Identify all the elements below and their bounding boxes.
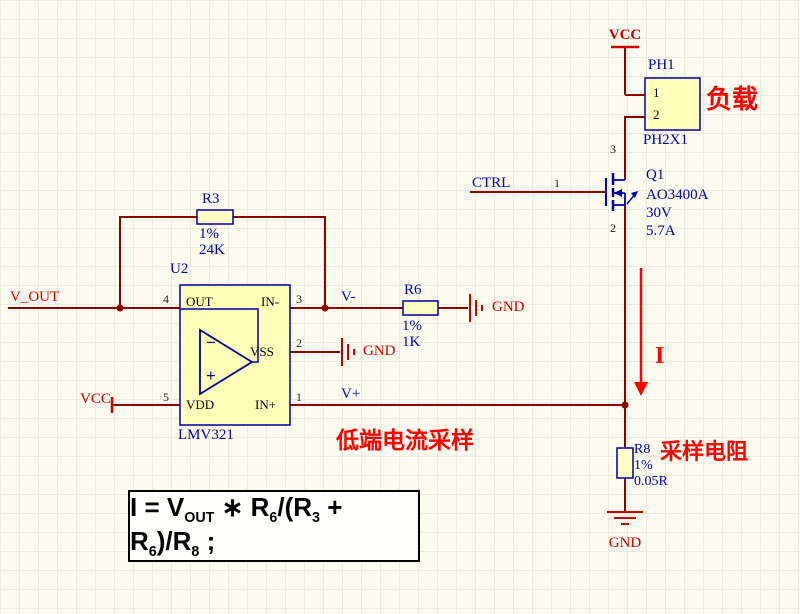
resistor-r8-body (616, 447, 634, 479)
vout-net-label: V_OUT (10, 289, 60, 305)
r3-designator: R3 (202, 191, 220, 207)
current-arrow-icon (634, 268, 648, 396)
q1-part: AO3400A (646, 187, 709, 203)
vcc-top-label: VCC (608, 27, 642, 43)
vplus-net-label: V+ (341, 386, 361, 402)
formula-part: ; (199, 526, 216, 556)
load-annotation: 负载 (706, 84, 759, 114)
u2-port-in-plus: IN+ (255, 397, 277, 412)
r3-tolerance: 1% (199, 226, 219, 242)
r3-value: 24K (199, 242, 225, 258)
formula-box: I = VOUT ∗ R6/(R3 + R6)/R8 ; (128, 490, 420, 562)
current-annotation: I (655, 343, 665, 369)
r6-value: 1K (402, 334, 421, 350)
r8-designator: R8 (634, 442, 651, 457)
wire-feedback-left (119, 216, 197, 308)
r8-value: 0.05R (634, 474, 668, 489)
formula-sub: OUT (184, 510, 215, 526)
formula-text: I = VOUT ∗ R6/(R3 + R6)/R8 ; (130, 492, 418, 560)
formula-part: I = V (130, 491, 185, 522)
formula-part: )/R (156, 526, 192, 556)
u2-pin3-number: 3 (296, 292, 302, 306)
gnd-bottom-label: GND (608, 535, 642, 551)
connector-pin2-number: 2 (653, 107, 660, 122)
formula-part: ∗ R (214, 491, 270, 522)
r8-tolerance: 1% (634, 458, 653, 473)
r6-tolerance: 1% (402, 318, 422, 334)
formula-part: /(R (277, 491, 313, 522)
opamp-minus-sign: − (206, 333, 216, 352)
u2-port-vdd: VDD (186, 397, 215, 412)
gnd-r6-icon (469, 294, 483, 322)
ctrl-net-label: CTRL (472, 175, 511, 191)
resistor-r6-body (402, 300, 439, 316)
formula-part: + R (130, 491, 343, 556)
r6-designator: R6 (404, 282, 422, 298)
junction-vplus-sense (621, 401, 629, 409)
junction-inminus-feedback (321, 304, 329, 312)
u2-pin4-number: 4 (163, 292, 169, 306)
u2-pin1-number: 1 (296, 390, 302, 404)
resistor-r3-body (196, 209, 234, 225)
formula-sub: 6 (148, 544, 157, 561)
junction-vout-feedback (116, 304, 124, 312)
u2-pin2-number: 2 (296, 336, 302, 350)
q1-drain-pin-number: 3 (610, 142, 616, 156)
formula-sub: 8 (191, 544, 200, 561)
formula-sub: 6 (269, 510, 278, 526)
wire-feedback-right (233, 216, 326, 308)
connector-comment: PH2X1 (643, 132, 689, 148)
u2-part: LMV321 (178, 427, 234, 443)
gnd-bottom-icon (607, 511, 643, 525)
u2-port-in-minus: IN- (261, 294, 280, 309)
u2-designator: U2 (170, 261, 189, 277)
gnd-vss-label: GND (363, 343, 396, 359)
gnd-vss-icon (341, 338, 355, 366)
q1-voltage: 30V (646, 205, 672, 221)
wire-ph1-pin2-to-drain (624, 116, 645, 180)
mosfet-q1-icon (605, 173, 638, 211)
q1-designator: Q1 (646, 167, 665, 183)
sense-resistor-annotation: 采样电阻 (660, 439, 749, 464)
connector-ph1-body (644, 77, 701, 131)
q1-gate-pin-number: 1 (554, 176, 560, 190)
low-side-annotation: 低端电流采样 (336, 427, 474, 453)
opamp-triangle-icon (199, 328, 254, 396)
formula-sub: 3 (312, 510, 320, 526)
u2-port-out: OUT (186, 294, 213, 309)
gnd-r6-label: GND (492, 299, 525, 315)
vminus-net-label: V- (341, 289, 356, 305)
opamp-internal-wire (180, 308, 259, 363)
opamp-plus-sign: + (206, 366, 216, 385)
u2-port-vss: VSS (250, 344, 274, 359)
connector-pin1-number: 1 (653, 85, 660, 100)
connector-designator: PH1 (648, 57, 675, 73)
u2-pin5-number: 5 (163, 390, 169, 404)
q1-current: 5.7A (646, 223, 676, 239)
q1-source-pin-number: 2 (610, 221, 616, 235)
vcc-left-label: VCC (80, 391, 111, 407)
